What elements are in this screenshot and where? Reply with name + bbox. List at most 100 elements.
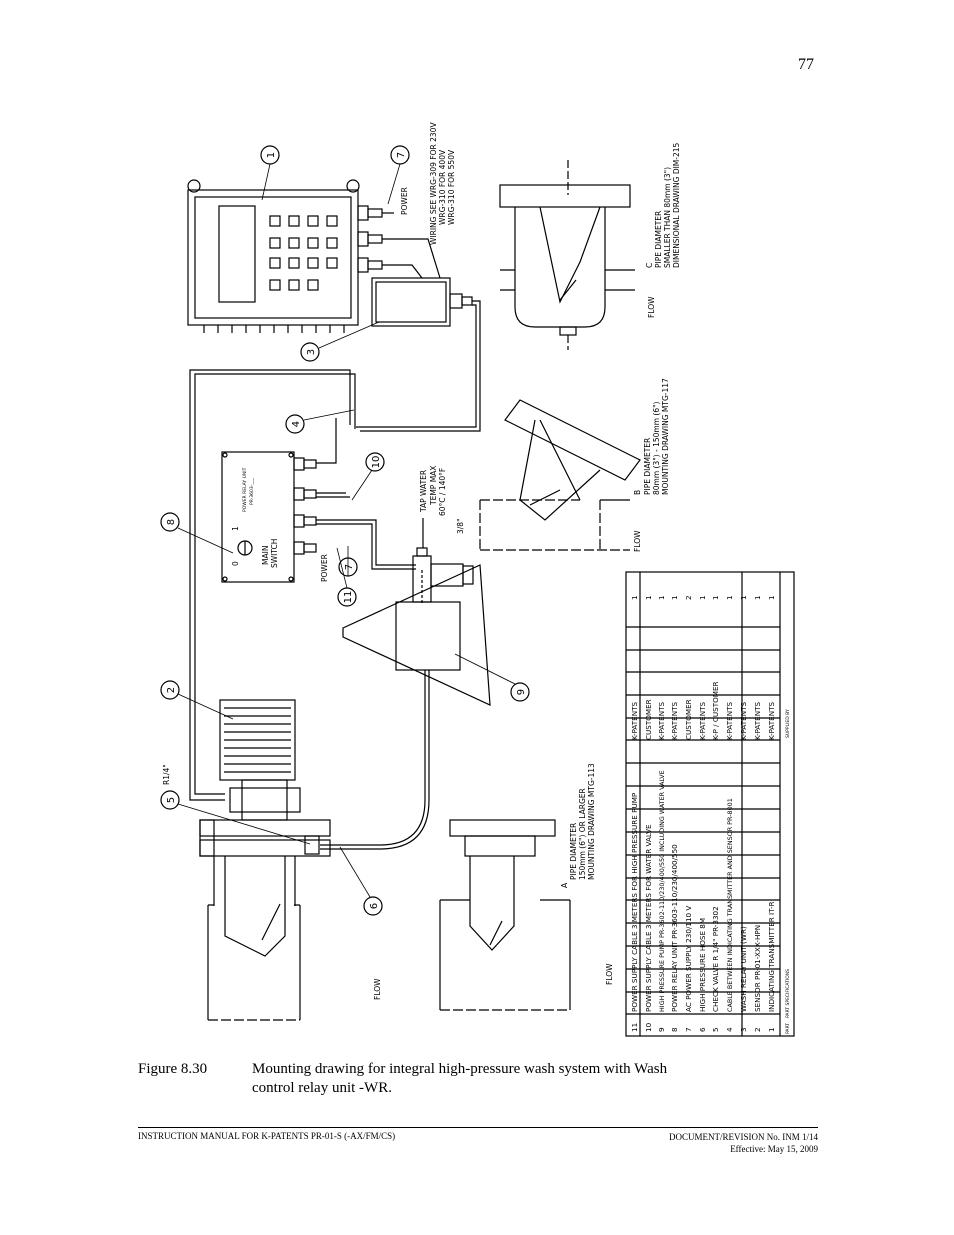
callout-text-11: 11: [343, 591, 354, 604]
page-number: 77: [798, 56, 814, 73]
variant-c-mounting: [499, 160, 635, 350]
variant-b-letter: B: [633, 490, 642, 495]
variant-b-line2: 80mm (3") - 150mm (6"): [652, 401, 661, 495]
relay-unit-title-line2: PR-3603-___: [249, 477, 255, 505]
parts-row-7-desc: AC POWER SUPPLY 230/110 V: [684, 906, 693, 1012]
parts-row-11-desc: POWER SUPPLY CABLE 3 METERS FOR HIGH PRE…: [630, 792, 639, 1012]
variant-a-letter: A: [560, 882, 569, 888]
parts-row-10-desc: POWER SUPPLY CABLE 3 METERS FOR WATER VA…: [644, 824, 653, 1012]
callout-9: [510, 682, 530, 702]
callout-text-9: 9: [516, 689, 527, 695]
callout-text-5: 5: [166, 797, 177, 803]
parts-row-4-desc: CABLE BETWEEN INDICATING TRANSMITTER AND…: [726, 798, 734, 1012]
tap-water-line2: TEMP MAX: [429, 466, 438, 506]
parts-row-1-desc: INDICATING TRANSMITTER IT-R: [767, 902, 776, 1012]
flow-label-c: FLOW: [647, 296, 656, 318]
transmitter-keypad: [269, 215, 338, 291]
variant-c-line3: DIMENSIONAL DRAWING DIM-215: [672, 142, 681, 268]
relay-unit-title-line1: POWER RELAY UNIT: [242, 467, 248, 512]
parts-row-6-supplier: K-PATENTS: [698, 702, 707, 740]
figure-caption-text: Mounting drawing for integral high-press…: [252, 1061, 668, 1096]
parts-row-3-desc: WASH RELAY UNIT (WR): [739, 926, 748, 1012]
relay-power-label: POWER: [320, 554, 329, 582]
variant-a-line2: 150mm (6") OR LARGER: [578, 788, 587, 880]
parts-row-2-supplier: K-PATENTS: [753, 702, 762, 740]
parts-row-9-desc: HIGH PRESSURE PUMP PR-3602-110/230/400/5…: [658, 770, 666, 1012]
parts-row-11-no: 11: [630, 1023, 639, 1032]
parts-row-4-no: 4: [725, 1027, 734, 1032]
parts-row-8-supplier: K-PATENTS: [670, 702, 679, 740]
main-switch-label-line2: SWITCH: [270, 539, 279, 568]
callout-2: [160, 680, 180, 700]
parts-row-7-no: 7: [684, 1027, 693, 1032]
callout-4: [285, 414, 305, 434]
parts-row-10-supplier: CUSTOMER: [644, 699, 653, 740]
parts-row-1-qty: 1: [767, 595, 776, 600]
parts-row-5-supplier: K-P / CUSTOMER: [711, 681, 720, 740]
variant-c-line1: PIPE DIAMETER: [654, 211, 663, 268]
parts-row-2-desc: SENSOR PR-01-XXX-HPN: [753, 925, 762, 1012]
transmitter-power-label: POWER: [400, 187, 409, 215]
variant-c-line2: SMALLER THAN 80mm (3"): [663, 167, 672, 268]
parts-row-8-desc: POWER RELAY UNIT PR-3603-110/230/400/550: [670, 844, 679, 1012]
footer-effective-date: Effective: May 15, 2009: [730, 1144, 818, 1154]
wiring-note-line2: WRG-310 FOR 400V: [438, 149, 447, 225]
wash-relay-unit: [371, 238, 473, 327]
tap-water-line1: TAP WATER: [419, 470, 428, 513]
callout-8: [160, 512, 180, 532]
wiring-note-line3: WRG-310 FOR 550V: [447, 149, 456, 225]
flow-label-b: FLOW: [633, 530, 642, 552]
callout-text-10: 10: [371, 456, 382, 469]
valve-size-label: 3/8": [456, 518, 465, 534]
footer-manual-title: INSTRUCTION MANUAL FOR K-PATENTS PR-01-S…: [138, 1131, 396, 1141]
variant-a-line1: PIPE DIAMETER: [569, 823, 578, 880]
parts-row-11-qty: 1: [630, 595, 639, 600]
parts-table-footer-part: PART: [785, 1023, 791, 1034]
parts-row-2-qty: 1: [753, 595, 762, 600]
parts-row-7-supplier: CUSTOMER: [684, 699, 693, 740]
parts-row-5-desc: CHECK VALVE R 1/4" PR-3302: [711, 906, 720, 1012]
main-switch-position-0: 0: [231, 561, 240, 566]
callout-text-3: 3: [306, 349, 317, 355]
parts-row-6-qty: 1: [698, 595, 707, 600]
parts-row-10-no: 10: [644, 1022, 653, 1032]
parts-row-9-no: 9: [657, 1027, 666, 1032]
parts-row-3-no: 3: [739, 1027, 748, 1032]
parts-row-11-supplier: K-PATENTS: [630, 702, 639, 740]
callout-10: [365, 452, 385, 472]
footer-document-info: DOCUMENT/REVISION No. INM 1/14 Effective…: [600, 1131, 818, 1155]
main-pipe-section: [199, 819, 331, 1021]
parts-row-5-qty: 1: [711, 595, 720, 600]
parts-table-footer-spec: PART SPECIFICATIONS: [785, 969, 791, 1018]
parts-row-5-no: 5: [711, 1027, 720, 1032]
callout-text-8: 8: [166, 519, 177, 525]
callouts: [160, 145, 530, 916]
callout-6: [363, 896, 383, 916]
parts-table-grid: [625, 571, 795, 1037]
parts-row-2-no: 2: [753, 1027, 762, 1032]
variant-a-line3: MOUNTING DRAWING MTG-113: [587, 763, 596, 880]
variant-b-mounting: [479, 399, 641, 551]
flow-label-main: FLOW: [373, 978, 382, 1000]
callout-text-2: 2: [166, 687, 177, 693]
sensor: [199, 699, 331, 855]
callout-text-4: 4: [291, 421, 302, 427]
parts-table-footer-supplied: SUPPLIED BY: [785, 709, 791, 738]
parts-row-8-qty: 1: [670, 595, 679, 600]
callout-text-7a: 7: [396, 152, 407, 158]
parts-row-4-qty: 1: [725, 595, 734, 600]
parts-row-3-supplier: K-PATENTS: [739, 702, 748, 740]
parts-row-10-qty: 1: [644, 595, 653, 600]
parts-row-8-no: 8: [670, 1027, 679, 1032]
parts-row-3-qty: 1: [739, 595, 748, 600]
parts-row-6-desc: HIGH PRESSURE HOSE 8M: [698, 918, 707, 1012]
variant-b-line1: PIPE DIAMETER: [643, 438, 652, 495]
footer-rule: [138, 1127, 818, 1128]
callout-text-6: 6: [369, 903, 380, 909]
callout-text-7b: 7: [344, 564, 355, 570]
callout-3: [300, 342, 320, 362]
indicating-transmitter: [187, 179, 394, 333]
callout-text-1: 1: [266, 152, 277, 158]
parts-row-4-supplier: K-PATENTS: [725, 702, 734, 740]
variant-a-mounting: [439, 819, 571, 1011]
